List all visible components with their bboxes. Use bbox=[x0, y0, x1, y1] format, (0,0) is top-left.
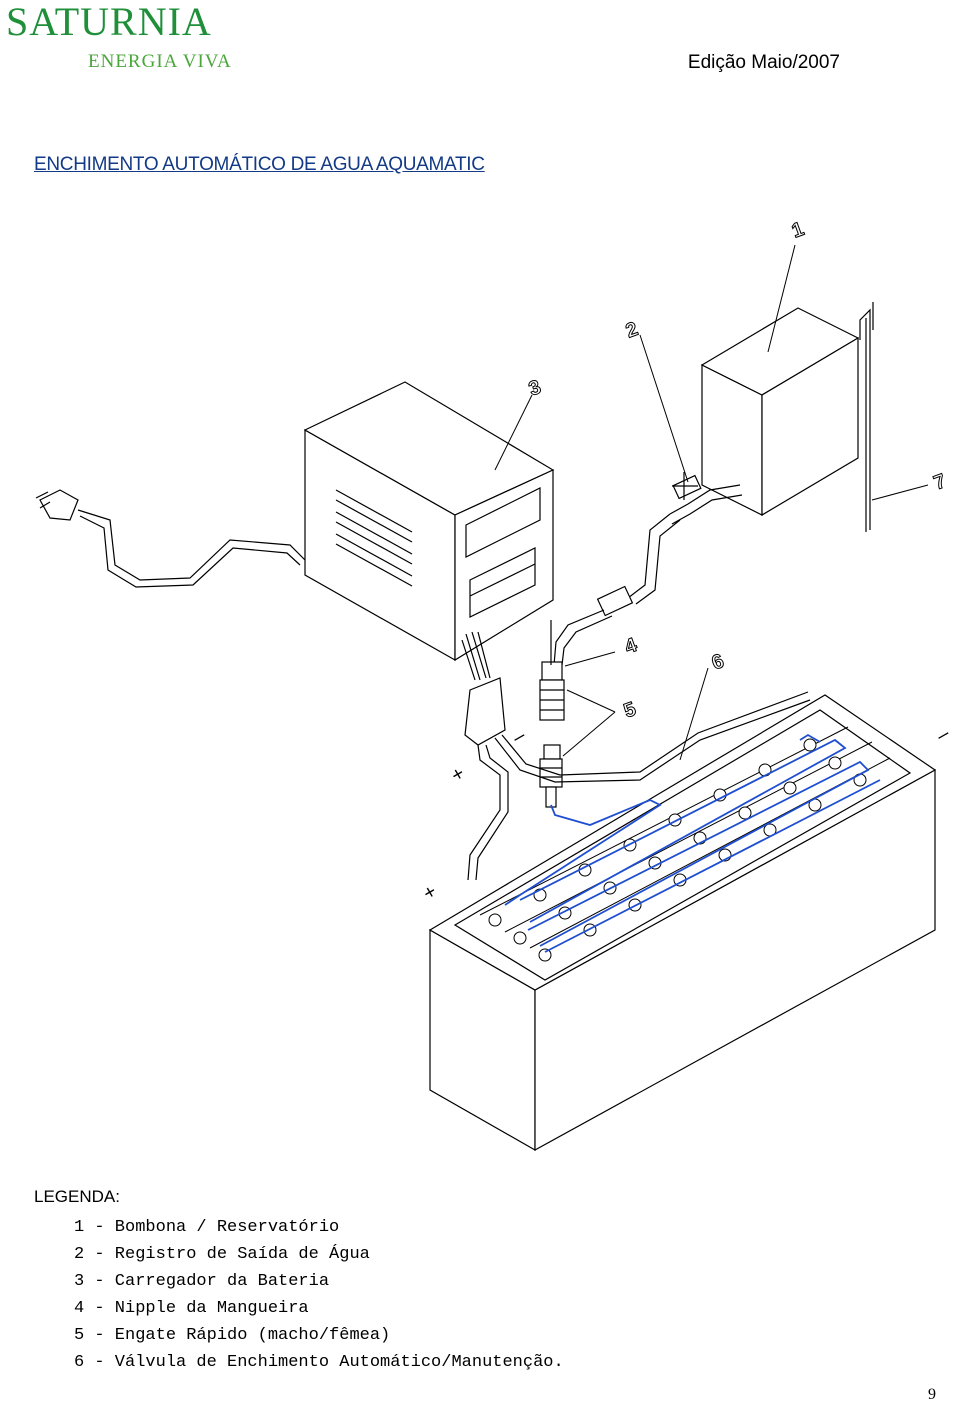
callout-leaders bbox=[494, 244, 929, 761]
legend: LEGENDA: 1 - Bombona / Reservatório 2 - … bbox=[34, 1186, 564, 1376]
polarity-minus-charger: – bbox=[509, 724, 530, 749]
edition-date: Edição Maio/2007 bbox=[687, 52, 840, 73]
water-hose-lines bbox=[504, 733, 881, 953]
charger-drawing bbox=[303, 381, 555, 662]
legend-title: LEGENDA: bbox=[34, 1187, 120, 1206]
page-number: 9 bbox=[928, 1386, 936, 1403]
callout-1: 1 bbox=[789, 218, 807, 242]
legend-list: 1 - Bombona / Reservatório 2 - Registro … bbox=[74, 1214, 564, 1376]
coupler-drawing bbox=[539, 620, 565, 808]
outlet-valve-drawing bbox=[553, 472, 743, 666]
legend-item: 4 - Nipple da Mangueira bbox=[74, 1299, 309, 1318]
callout-6: 6 bbox=[709, 650, 727, 674]
polarity-minus-battery: – bbox=[933, 722, 954, 747]
battery-terminals bbox=[488, 738, 867, 962]
reservoir-drawing bbox=[700, 302, 874, 532]
charger-vents bbox=[335, 489, 413, 587]
polarity-plus-upper: + bbox=[447, 762, 468, 787]
logo-tagline: ENERGIA VIVA bbox=[88, 51, 232, 72]
legend-item: 3 - Carregador da Bateria bbox=[74, 1272, 330, 1291]
legend-item: 2 - Registro de Saída de Água bbox=[74, 1245, 370, 1264]
legend-item: 6 - Válvula de Enchimento Automático/Man… bbox=[74, 1353, 564, 1372]
saturnia-logo: SATURNIA ENERGIA VIVA bbox=[6, 2, 246, 72]
drawing-lines bbox=[35, 244, 937, 1152]
charger-cable-drawing bbox=[461, 631, 811, 881]
aquamatic-technical-drawing: 1 2 3 4 5 6 7 + + – – bbox=[35, 218, 954, 1152]
callout-3: 3 bbox=[526, 376, 544, 400]
callout-2: 2 bbox=[623, 318, 641, 342]
page-title: ENCHIMENTO AUTOMÁTICO DE AGUA AQUAMATIC bbox=[34, 154, 485, 175]
logo-wordmark: SATURNIA bbox=[6, 0, 212, 44]
legend-item: 1 - Bombona / Reservatório bbox=[74, 1218, 340, 1237]
legend-item: 5 - Engate Rápido (macho/fêmea) bbox=[74, 1326, 391, 1345]
callout-7: 7 bbox=[931, 470, 949, 494]
callout-5: 5 bbox=[621, 698, 639, 722]
polarity-plus-lower: + bbox=[419, 880, 440, 905]
callout-4: 4 bbox=[622, 634, 641, 659]
power-cord-drawing bbox=[35, 489, 306, 588]
